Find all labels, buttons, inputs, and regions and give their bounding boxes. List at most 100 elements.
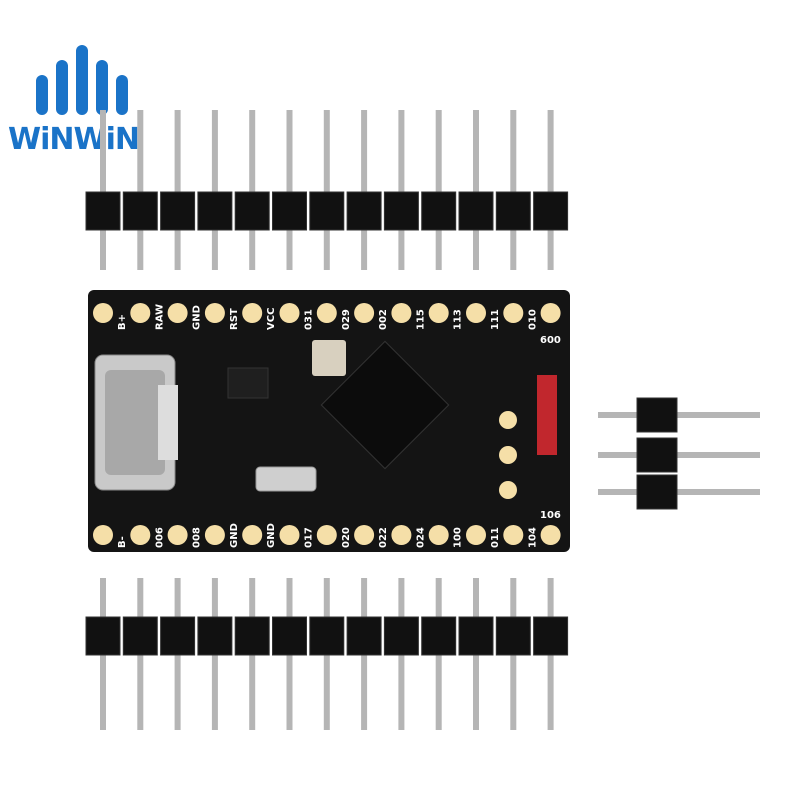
- header-housing: [533, 191, 569, 231]
- pin-pad: [93, 525, 113, 545]
- pin-pad: [204, 303, 225, 323]
- pin-label: 031: [304, 309, 315, 330]
- header-pin: [598, 412, 760, 418]
- header-pin: [435, 110, 442, 270]
- header-housing: [234, 191, 270, 231]
- pin-label: 022: [378, 527, 389, 548]
- header-housing: [85, 191, 121, 231]
- pin-pad: [428, 303, 449, 323]
- header-housing: [533, 616, 569, 656]
- pin-label: 600: [540, 335, 561, 346]
- side-pad: [499, 446, 517, 464]
- pin-pad: [130, 303, 151, 323]
- pin-label: GND: [266, 523, 277, 548]
- header-housing: [636, 437, 678, 473]
- brand-name: WiNWiN: [8, 122, 140, 157]
- header-housing: [160, 616, 196, 656]
- pin-pad: [391, 303, 412, 323]
- pin-label: 002: [378, 309, 389, 330]
- header-pin: [100, 110, 106, 270]
- pin-pad: [428, 525, 449, 545]
- pin-pad: [242, 303, 263, 323]
- pin-label: GND: [229, 523, 240, 548]
- pin-pad: [279, 525, 300, 545]
- pin-label: 115: [415, 309, 426, 330]
- regulator-chip: [227, 367, 269, 399]
- pin-label: B+: [117, 314, 128, 330]
- pin-pad: [316, 525, 337, 545]
- header-housing: [346, 191, 382, 231]
- header-pin: [249, 110, 256, 270]
- header-housing: [495, 191, 531, 231]
- pin-pad: [242, 525, 263, 545]
- header-housing: [309, 616, 345, 656]
- header-pin: [137, 110, 144, 270]
- pin-pad: [354, 303, 375, 323]
- pin-pad: [503, 303, 524, 323]
- pin-pad: [466, 303, 486, 323]
- pin-label: 100: [453, 527, 464, 548]
- header-pin: [398, 110, 405, 270]
- pin-pad: [279, 303, 300, 323]
- mcu-chip: [320, 340, 450, 470]
- pin-label: RAW: [154, 304, 165, 330]
- header-housing: [636, 397, 678, 433]
- usb-c-opening: [105, 370, 165, 475]
- header-pin: [361, 110, 368, 270]
- header-housing: [122, 616, 158, 656]
- header-pin: [510, 110, 517, 270]
- top-pin-header: [85, 110, 569, 270]
- header-housing: [272, 191, 307, 231]
- pin-label: GND: [192, 305, 203, 330]
- pin-label: 111: [490, 309, 501, 330]
- header-pin: [598, 452, 760, 458]
- pin-label: 024: [415, 527, 426, 548]
- pin-pad: [354, 525, 375, 545]
- crystal-main: [255, 466, 317, 492]
- header-housing: [122, 191, 158, 231]
- header-housing: [636, 474, 678, 510]
- usb-c-pins: [158, 385, 178, 460]
- header-housing: [309, 191, 345, 231]
- pin-pad: [391, 525, 412, 545]
- solder-jumper: [537, 375, 557, 455]
- pin-label: 020: [341, 527, 352, 548]
- pin-label: 010: [527, 309, 538, 330]
- header-housing: [383, 616, 419, 656]
- pin-pad: [316, 303, 337, 323]
- header-housing: [197, 616, 233, 656]
- pcb-substrate: [88, 290, 570, 552]
- header-housing: [197, 191, 233, 231]
- pin-pad: [540, 525, 561, 545]
- header-housing: [272, 616, 307, 656]
- header-pin: [174, 110, 181, 270]
- pin-label: 104: [527, 527, 538, 548]
- side-pad: [499, 481, 517, 499]
- header-pin: [211, 110, 218, 270]
- brand-logo: WiNWiN: [8, 30, 158, 157]
- logo-bars-icon: [36, 45, 128, 115]
- bottom-pin-header: [85, 578, 569, 730]
- header-housing: [421, 616, 457, 656]
- crystal-32k: [312, 340, 346, 376]
- header-housing: [383, 191, 419, 231]
- pin-pad: [540, 303, 561, 323]
- pin-label: 017: [304, 527, 315, 548]
- header-pin: [473, 110, 479, 270]
- header-pin: [323, 110, 330, 270]
- header-housing: [421, 191, 457, 231]
- pin-label: 106: [540, 510, 561, 521]
- header-housing: [458, 191, 494, 231]
- header-pin: [286, 110, 293, 270]
- header-housing: [234, 616, 270, 656]
- pin-pad: [167, 303, 188, 323]
- header-housing: [495, 616, 531, 656]
- pin-label: 008: [192, 527, 203, 548]
- pin-pad: [466, 525, 486, 545]
- side-pad: [499, 411, 517, 429]
- pin-label: 113: [453, 309, 464, 330]
- pin-label: 006: [154, 527, 165, 548]
- pin-pad: [204, 525, 225, 545]
- header-housing: [160, 191, 196, 231]
